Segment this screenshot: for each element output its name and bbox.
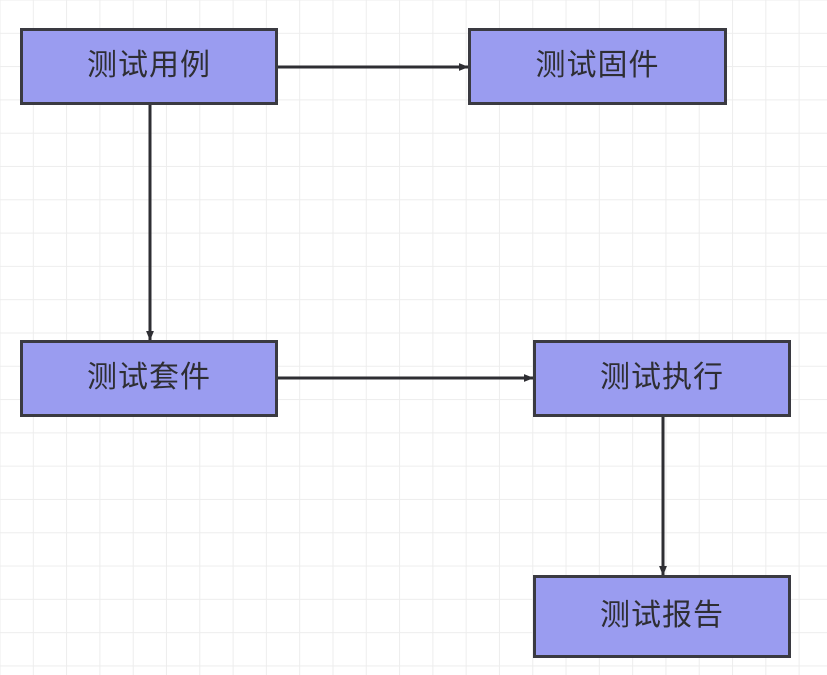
node-label: 测试固件 [535,47,660,83]
node-test-execution[interactable]: 测试执行 [533,340,791,417]
node-test-case[interactable]: 测试用例 [20,28,278,105]
node-label: 测试执行 [600,359,724,395]
node-label: 测试套件 [87,359,211,395]
node-label: 测试用例 [87,47,211,83]
node-test-fixture[interactable]: 测试固件 [468,28,727,105]
node-label: 测试报告 [600,597,724,633]
node-test-suite[interactable]: 测试套件 [20,340,278,417]
node-test-report[interactable]: 测试报告 [533,575,791,658]
